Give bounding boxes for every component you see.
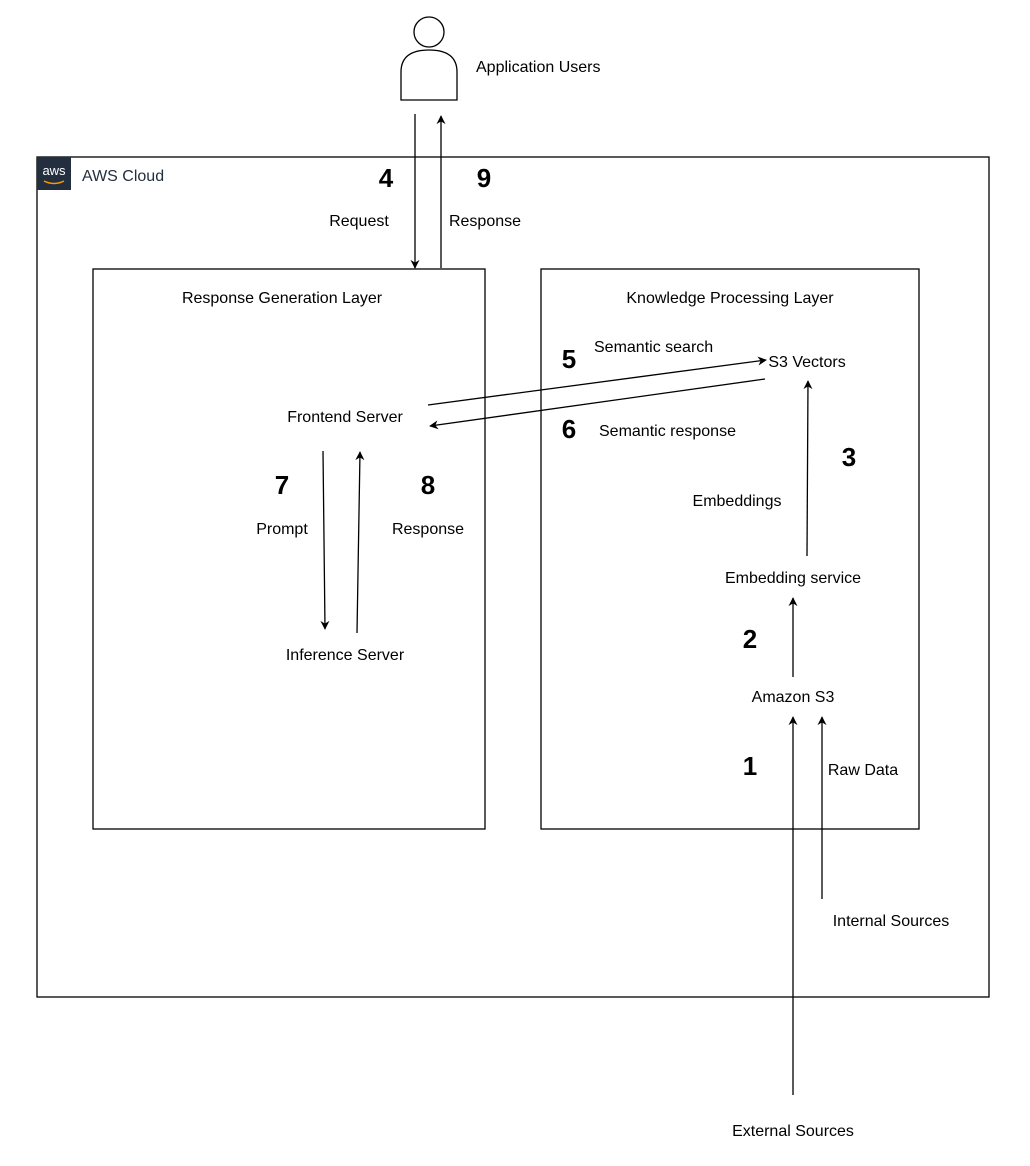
external-sources: External Sources bbox=[732, 1123, 854, 1140]
request-label: Request bbox=[329, 213, 389, 230]
aws-logo-icon: aws bbox=[37, 157, 71, 190]
embedding-service: Embedding service bbox=[725, 570, 861, 587]
prompt-arrow bbox=[320, 450, 330, 630]
step-3: 3 bbox=[842, 442, 856, 472]
step-6: 6 bbox=[562, 414, 576, 444]
inference-response-label: Response bbox=[392, 521, 464, 538]
prompt-label: Prompt bbox=[256, 521, 308, 538]
knowledge-processing-layer bbox=[540, 268, 920, 830]
raw-data-label: Raw Data bbox=[828, 762, 898, 779]
step-1: 1 bbox=[743, 751, 757, 781]
response-generation-layer bbox=[92, 268, 486, 830]
semantic-search-label: Semantic search bbox=[594, 339, 713, 356]
semantic-search-arrow bbox=[427, 356, 767, 406]
aws-cloud-label: AWS Cloud bbox=[82, 168, 164, 185]
response-layer-title: Response Generation Layer bbox=[182, 290, 383, 307]
internal-sources: Internal Sources bbox=[833, 913, 950, 930]
step-5: 5 bbox=[562, 344, 576, 374]
frontend-server: Frontend Server bbox=[287, 409, 403, 426]
knowledge-layer-title: Knowledge Processing Layer bbox=[626, 290, 834, 307]
semantic-response-arrow bbox=[429, 378, 766, 430]
amazon-s3: Amazon S3 bbox=[752, 689, 835, 706]
inference-server: Inference Server bbox=[286, 647, 405, 664]
step-2: 2 bbox=[743, 624, 757, 654]
svg-text:aws: aws bbox=[42, 163, 66, 178]
semantic-response-label: Semantic response bbox=[599, 423, 736, 440]
step-4: 4 bbox=[379, 163, 394, 193]
inference-response-arrow bbox=[355, 451, 365, 634]
embeddings-label: Embeddings bbox=[693, 493, 782, 510]
s3-vectors: S3 Vectors bbox=[768, 354, 845, 371]
step-8: 8 bbox=[421, 470, 435, 500]
step-7: 7 bbox=[275, 470, 289, 500]
step-9: 9 bbox=[477, 163, 491, 193]
application-users-label: Application Users bbox=[476, 59, 601, 76]
response-to-users-label: Response bbox=[449, 213, 521, 230]
embeddings-arrow bbox=[803, 380, 813, 557]
user-icon bbox=[400, 16, 458, 101]
